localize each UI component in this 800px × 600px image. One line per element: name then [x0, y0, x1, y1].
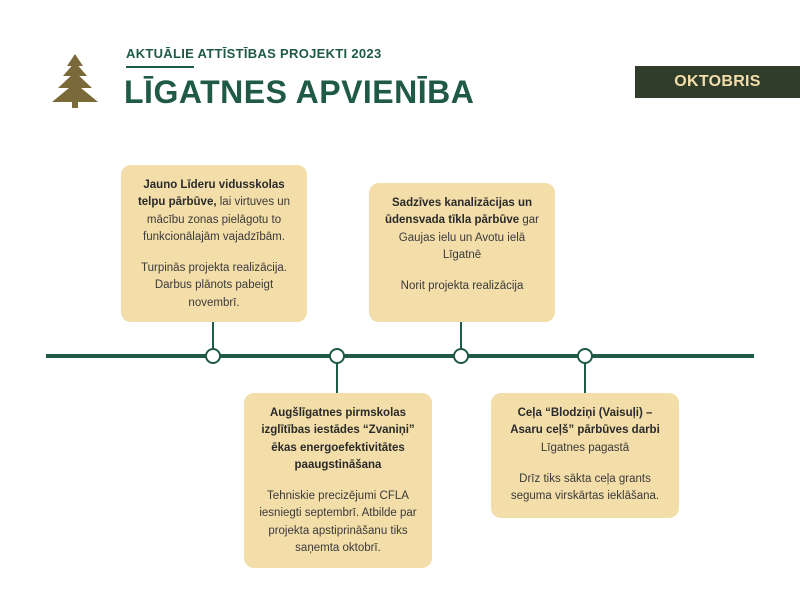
- project-card-4: Ceļa “Blodziņi (Vaisuļi) – Asaru ceļš” p…: [491, 393, 679, 518]
- timeline-connector: [212, 322, 214, 356]
- timeline-connector: [460, 322, 462, 356]
- project-card-1: Jauno Līderu vidusskolas telpu pārbūve, …: [121, 165, 307, 322]
- project-description: gar Gaujas ielu un Avotu ielā Līgatnē: [398, 214, 540, 261]
- page-title: LĪGATNES APVIENĪBA: [124, 74, 475, 110]
- timeline-line: [46, 354, 754, 358]
- project-title: Sadzīves kanalizācijas un ūdensvada tīkl…: [384, 197, 532, 227]
- project-title: Ceļa “Blodziņi (Vaisuļi) – Asaru ceļš” p…: [510, 407, 660, 437]
- timeline-node: [205, 348, 221, 364]
- timeline-node: [453, 348, 469, 364]
- page-subtitle: AKTUĀLIE ATTĪSTĪBAS PROJEKTI 2023: [126, 46, 382, 61]
- timeline-connector: [336, 356, 338, 394]
- project-title: Augšlīgatnes pirmskolas izglītības iestā…: [261, 407, 415, 471]
- project-card-3: Sadzīves kanalizācijas un ūdensvada tīkl…: [369, 183, 555, 322]
- month-badge: OKTOBRIS: [635, 66, 800, 98]
- project-status: Drīz tiks sākta ceļa grants seguma virsk…: [510, 472, 660, 502]
- project-status: Turpinās projekta realizācija. Darbus pl…: [141, 262, 287, 309]
- project-description: lai virtuves un mācību zonas pielāgotu t…: [143, 196, 291, 243]
- project-status: Norit projekta realizācija: [400, 280, 524, 292]
- project-description: Līgatnes pagastā: [540, 441, 630, 454]
- timeline-node: [329, 348, 345, 364]
- project-card-2: Augšlīgatnes pirmskolas izglītības iestā…: [244, 393, 432, 568]
- timeline-connector: [584, 356, 586, 394]
- project-status: Tehniskie precizējumi CFLA iesniegti sep…: [259, 490, 417, 554]
- title-divider: [126, 66, 194, 68]
- pine-tree-icon: [52, 54, 98, 108]
- timeline-node: [577, 348, 593, 364]
- project-title: Jauno Līderu vidusskolas telpu pārbūve,: [137, 179, 285, 209]
